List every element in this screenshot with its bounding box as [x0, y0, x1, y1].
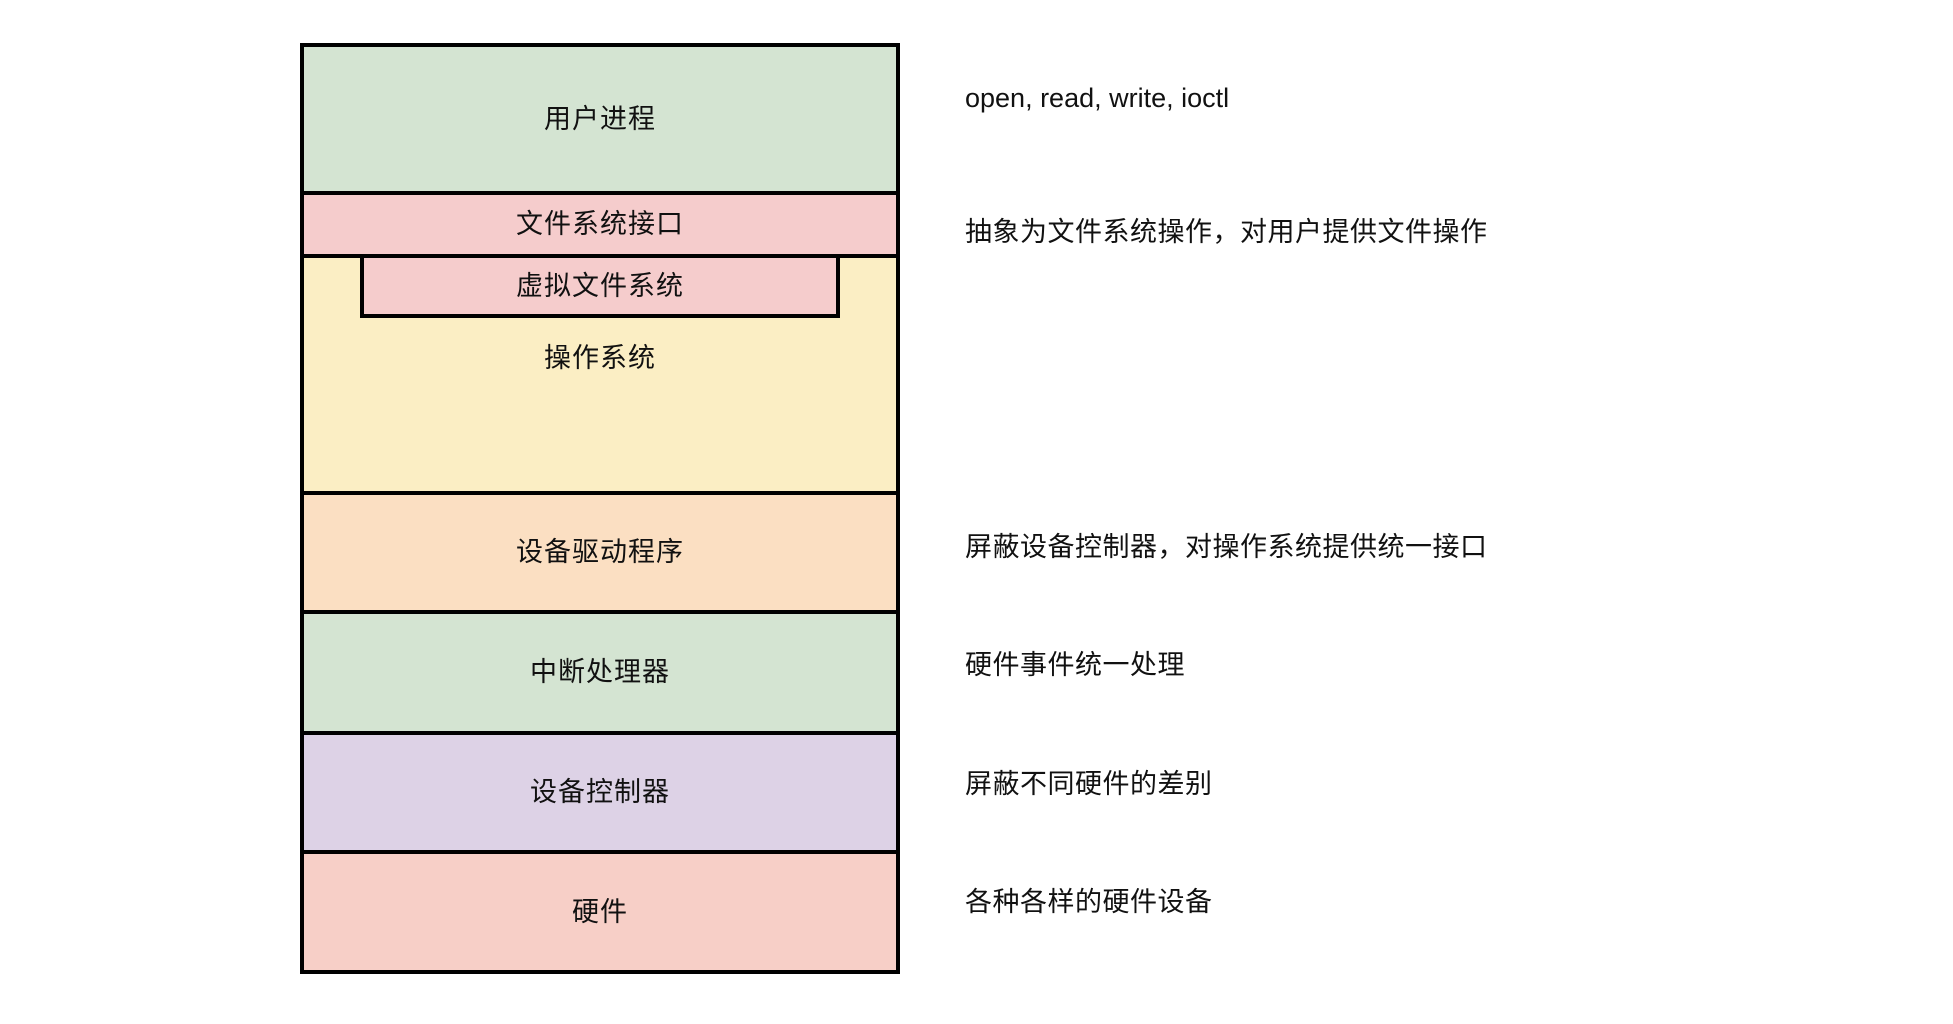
- layer-file-system-interface-label: 文件系统接口: [516, 209, 684, 240]
- layer-interrupt-handler[interactable]: 中断处理器: [300, 614, 900, 735]
- annotation-virtual-file-system: 抽象为文件系统操作，对用户提供文件操作: [965, 217, 1488, 247]
- annotation-hardware: 各种各样的硬件设备: [965, 887, 1213, 917]
- annotation-interrupt-handler: 硬件事件统一处理: [965, 650, 1185, 680]
- layer-device-driver-label: 设备驱动程序: [516, 537, 684, 568]
- layer-user-process[interactable]: 用户进程: [300, 43, 900, 195]
- annotation-device-controller: 屏蔽不同硬件的差别: [965, 769, 1213, 799]
- layer-device-controller-label: 设备控制器: [530, 777, 670, 808]
- layer-hardware[interactable]: 硬件: [300, 854, 900, 974]
- operating-system-inner: 虚拟文件系统 操作系统: [304, 254, 896, 491]
- layer-user-process-label: 用户进程: [544, 103, 656, 134]
- layer-device-controller[interactable]: 设备控制器: [300, 735, 900, 854]
- layer-device-driver[interactable]: 设备驱动程序: [300, 495, 900, 614]
- layer-operating-system[interactable]: 虚拟文件系统 操作系统: [300, 254, 900, 495]
- layer-stack: 用户进程 文件系统接口 虚拟文件系统 操作系统 设备驱动程序 中断处理器: [300, 43, 900, 974]
- operating-system-label-wrap: 操作系统: [304, 318, 896, 398]
- layer-interrupt-handler-label: 中断处理器: [530, 657, 670, 688]
- layer-virtual-file-system-label: 虚拟文件系统: [516, 270, 684, 301]
- layer-file-system-interface[interactable]: 文件系统接口: [300, 195, 900, 258]
- layer-operating-system-label: 操作系统: [544, 342, 656, 373]
- annotation-device-driver: 屏蔽设备控制器，对操作系统提供统一接口: [965, 532, 1488, 562]
- layer-hardware-label: 硬件: [572, 896, 628, 927]
- annotation-user-process: open, read, write, ioctl: [965, 83, 1230, 113]
- layer-virtual-file-system[interactable]: 虚拟文件系统: [360, 254, 840, 318]
